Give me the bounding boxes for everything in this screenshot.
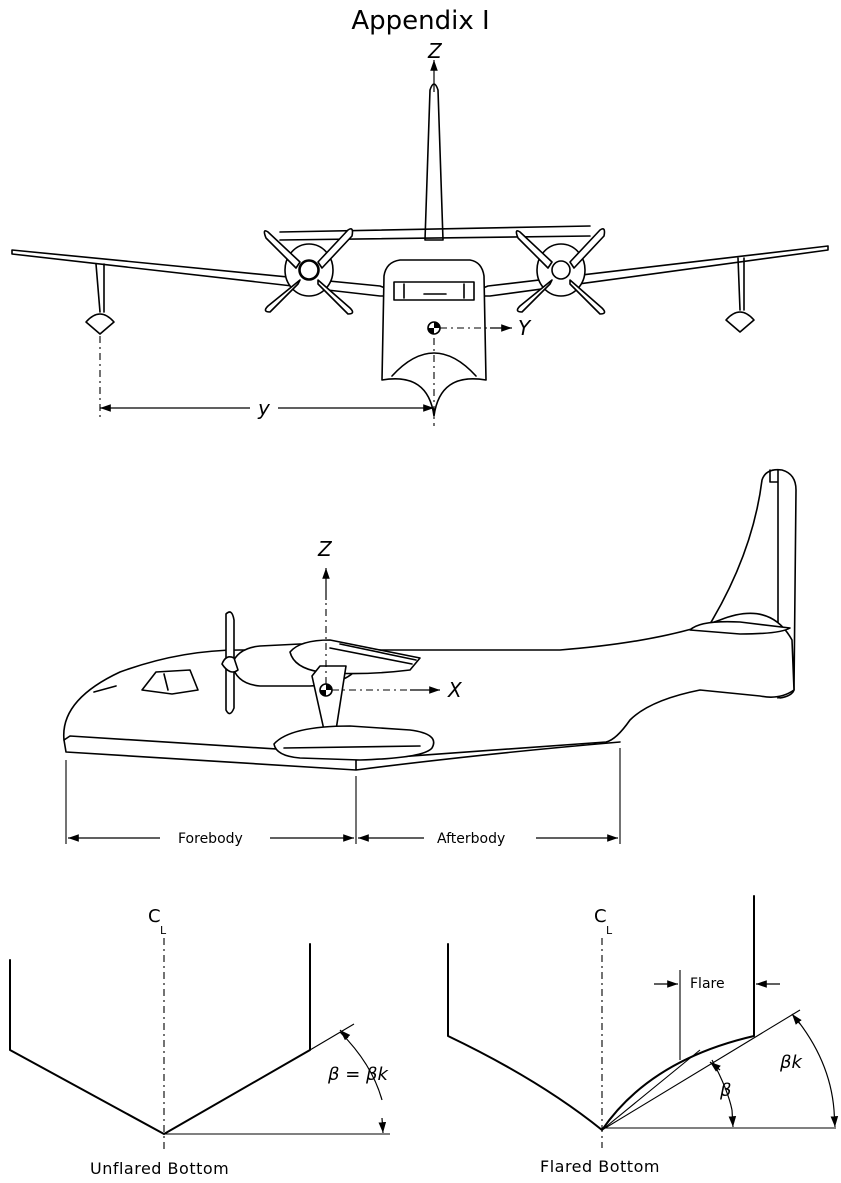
right-float (725, 257, 755, 333)
afterbody-label: Afterbody (437, 831, 505, 847)
side-view: Z X Forebody Afterbody (63, 468, 797, 847)
stabilizer-side (689, 620, 791, 635)
z-axis-side-label: Z (317, 537, 333, 561)
tail-fin-front (424, 83, 444, 241)
right-propeller (515, 228, 606, 315)
flared-beta-label: β (719, 1080, 732, 1101)
bow-line (391, 352, 477, 377)
flare-label: Flare (690, 976, 725, 992)
forebody-label: Forebody (178, 831, 243, 847)
y-dimension-label: y (257, 396, 271, 420)
cg-symbol-front (427, 321, 441, 335)
unflared-caption: Unflared Bottom (90, 1159, 229, 1178)
hull-keel (63, 739, 621, 771)
z-axis-front-label: Z (427, 39, 443, 63)
svg-text:L: L (160, 924, 167, 937)
float-strut (311, 665, 347, 731)
windscreen-front (393, 281, 475, 301)
left-float (85, 263, 115, 335)
float-side (273, 725, 435, 761)
left-propeller (263, 228, 354, 315)
flared-caption: Flared Bottom (540, 1157, 660, 1176)
unflared-bottom-section: C L β = βk Unflared Bottom (9, 906, 390, 1178)
cockpit-side (141, 669, 199, 695)
unflared-angle-label: β = βk (327, 1064, 390, 1085)
page-title: Appendix I (351, 6, 490, 36)
flared-hull-section (447, 895, 755, 1131)
unflared-hull-section (9, 943, 311, 1135)
front-view: Z Y y (11, 39, 829, 426)
flared-beta-k-label: βk (779, 1052, 803, 1073)
flared-centerline-symbol: C (594, 906, 607, 927)
svg-text:L: L (606, 924, 613, 937)
x-axis-side-label: X (447, 678, 463, 702)
tailplane-front (279, 225, 591, 241)
cg-symbol-side (319, 683, 333, 697)
flared-bottom-section: C L Flare β βk Flared Bottom (447, 895, 839, 1176)
unflared-centerline-symbol: C (148, 906, 161, 927)
y-axis-front-label: Y (518, 316, 532, 340)
